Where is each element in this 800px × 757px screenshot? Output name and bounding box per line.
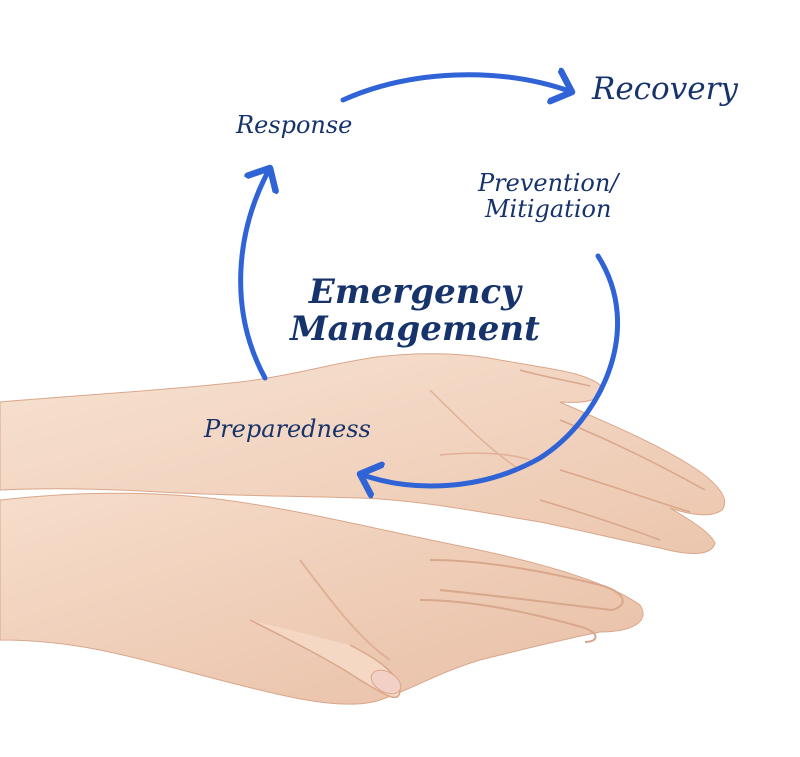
stage-prevention-label: Prevention/ Mitigation	[478, 170, 618, 223]
diagram-title-line2: Management	[290, 309, 540, 350]
stage-prevention-line2: Mitigation	[484, 195, 612, 224]
stage-preparedness-label: Preparedness	[204, 415, 371, 443]
arrow-prevention-to-preparedness	[360, 253, 621, 486]
arrow-preparedness-to-response	[238, 168, 270, 381]
stage-prevention-line1: Prevention/	[478, 169, 619, 197]
lower-hand	[0, 492, 644, 705]
diagram-title: Emergency Management	[290, 272, 540, 350]
stage-response-label: Response	[236, 111, 353, 139]
diagram-title-line1: Emergency	[308, 272, 521, 312]
upper-hand	[0, 353, 726, 554]
cycle-arrows	[238, 75, 621, 486]
stage-recovery-label: Recovery	[592, 71, 738, 107]
arrow-response-to-recovery	[340, 75, 572, 100]
